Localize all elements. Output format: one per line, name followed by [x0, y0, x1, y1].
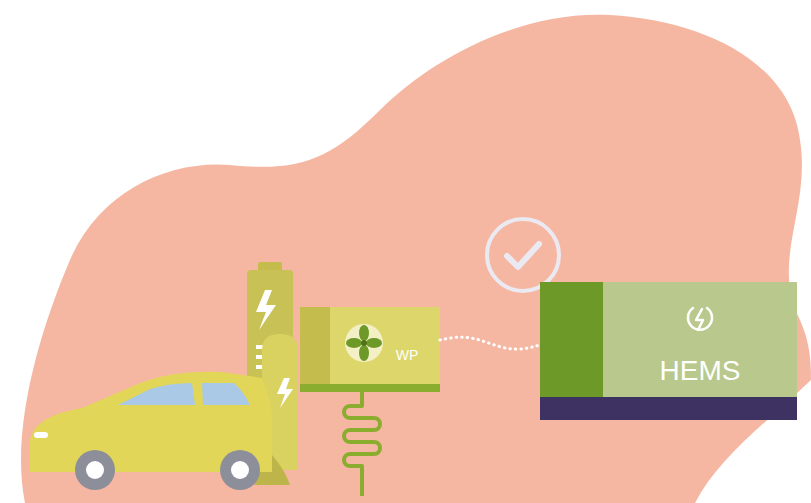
signal-link	[440, 337, 540, 349]
device-box: WP	[300, 307, 440, 392]
car	[30, 372, 272, 490]
device-box: HEMS	[540, 282, 797, 420]
heat-pump-pipe	[344, 392, 380, 496]
power-icon	[688, 308, 712, 330]
salmon-blob	[21, 15, 811, 503]
clock-icon	[487, 219, 559, 291]
device-label: HEMS	[603, 356, 797, 387]
fan-symbol	[345, 324, 383, 362]
device-label: WP	[382, 348, 432, 363]
